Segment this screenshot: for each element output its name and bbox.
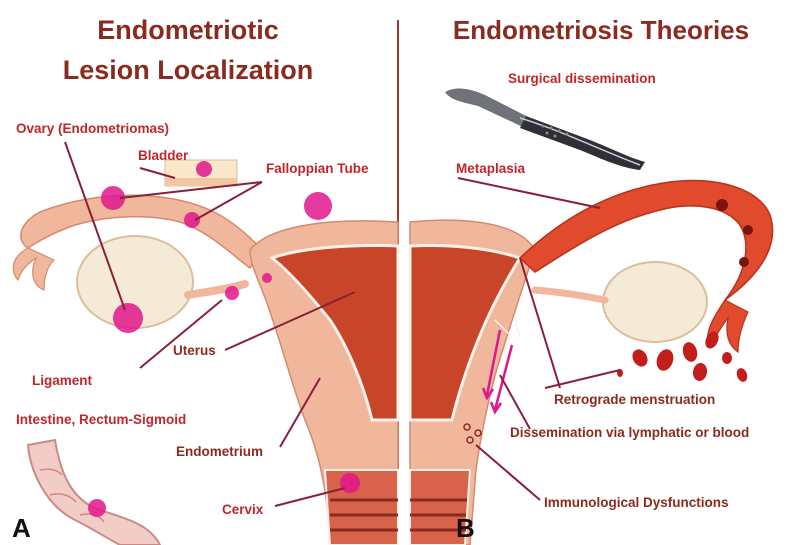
lesion-ligament [225, 286, 239, 300]
label-endometrium: Endometrium [176, 444, 263, 459]
label-retrograde: Retrograde menstruation [554, 392, 715, 407]
label-surgical: Surgical dissemination [508, 71, 656, 86]
right-ovary [603, 262, 707, 342]
label-cervix: Cervix [222, 502, 264, 517]
label-dissemination: Dissemination via lymphatic or blood [510, 425, 749, 440]
intestine [28, 440, 160, 545]
label-uterus: Uterus [173, 343, 216, 358]
lesion-intestine [88, 499, 106, 517]
tube-blood-3 [739, 257, 749, 267]
panel-a-title-line1: Endometriotic [97, 15, 279, 45]
panel-a-letter: A [12, 513, 31, 543]
panel-b-title: Endometriosis Theories [453, 15, 749, 45]
label-intestine: Intestine, Rectum-Sigmoid [16, 412, 186, 427]
lesion-uterus-side [262, 273, 272, 283]
lesion-tube-mid [184, 212, 200, 228]
label-immunological: Immunological Dysfunctions [544, 495, 729, 510]
panel-b-letter: B [456, 513, 475, 543]
right-ovarian-ligament [535, 290, 605, 300]
panel-b-illustration [410, 88, 773, 545]
lesion-cervix [340, 473, 360, 493]
scalpel-icon [445, 88, 645, 170]
lesion-ovary [113, 303, 143, 333]
tube-blood-2 [743, 225, 753, 235]
label-ovary: Ovary (Endometriomas) [16, 121, 169, 136]
tube-blood-1 [716, 199, 728, 211]
left-fimbriae [13, 248, 54, 290]
lesion-bladder [196, 161, 212, 177]
panel-a-title-line2: Lesion Localization [63, 55, 314, 85]
label-bladder: Bladder [138, 148, 189, 163]
label-ligament: Ligament [32, 373, 93, 388]
label-metaplasia: Metaplasia [456, 161, 526, 176]
lesion-uterus-top [304, 192, 332, 220]
label-fallopian-tube: Falloppian Tube [266, 161, 369, 176]
cervix-a [325, 470, 398, 545]
